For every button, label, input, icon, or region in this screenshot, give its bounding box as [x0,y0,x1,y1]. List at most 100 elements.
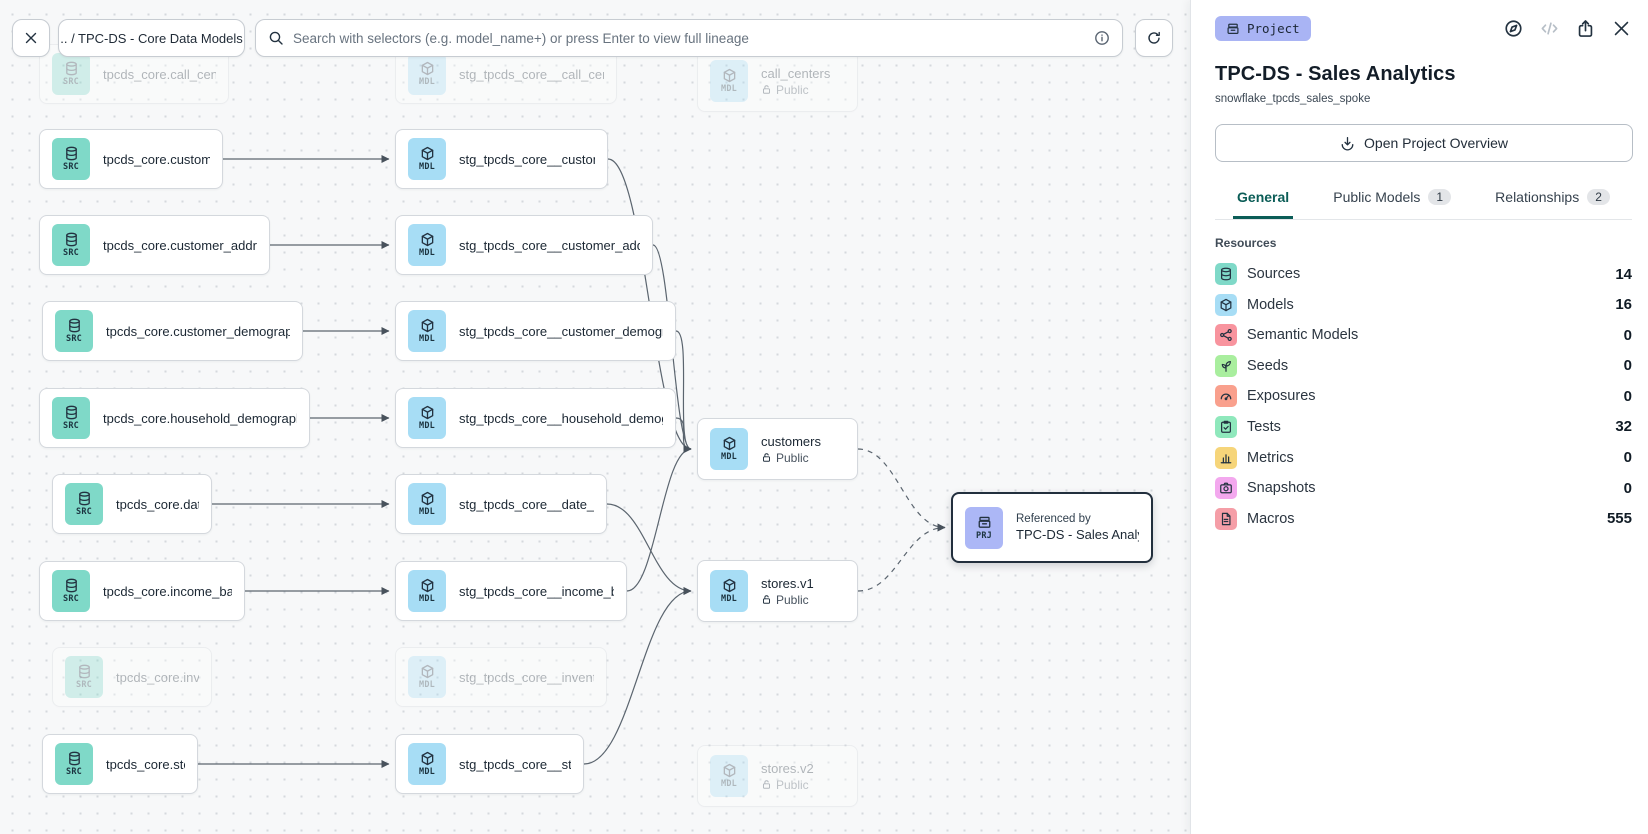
share-button[interactable] [1574,18,1596,40]
node-kind-label: MDL [419,248,435,258]
test-icon [1215,415,1237,438]
cube-icon: MDL [408,743,446,785]
project-title: TPC-DS - Sales Analytics [1215,63,1456,85]
search-input[interactable] [293,30,1085,46]
share-icon [1578,20,1592,37]
refresh-icon [1148,31,1160,44]
project-icon [1227,23,1239,34]
node-kind-label: SRC [66,334,82,344]
node-kind-label: MDL [419,680,435,690]
resource-row-seeds[interactable]: Seeds 0 [1215,354,1632,377]
node-kind-label: MDL [419,594,435,604]
node-access-label: Public [761,83,830,97]
explore-lineage-button[interactable] [1502,18,1524,40]
close-panel-button[interactable] [1610,18,1632,40]
cube-icon: MDL [408,53,446,95]
cube-icon: MDL [408,310,446,352]
cube-icon: MDL [408,397,446,439]
info-icon[interactable] [1094,30,1110,46]
tab-count-badge: 1 [1428,189,1452,205]
lineage-node-stg_store[interactable]: MDL stg_tpcds_core__store [395,734,584,794]
database-icon: SRC [52,570,90,612]
node-kind-label: SRC [63,77,79,87]
cube-icon: MDL [408,570,446,612]
open-project-overview-button[interactable]: Open Project Overview [1215,124,1633,162]
close-lineage-button[interactable] [12,19,50,57]
close-icon [1614,21,1628,36]
node-kind-label: SRC [76,507,92,517]
node-title: tpcds_core.date_dim [116,496,199,512]
lock-open-icon [761,779,772,790]
resource-label: Semantic Models [1247,327,1359,344]
node-kind-label: SRC [66,767,82,777]
node-title: stores.v1 [761,575,814,591]
lineage-node-src_date_dim[interactable]: SRC tpcds_core.date_dim [52,474,212,534]
lock-open-icon [761,452,772,463]
node-title: stores.v2 [761,760,814,776]
node-title: stg_tpcds_core__call_center [459,66,604,82]
resource-count: 555 [1606,510,1632,528]
node-title: call_centers [761,65,831,81]
tab-general[interactable]: General [1233,180,1294,219]
node-title: stg_tpcds_core__store [459,756,571,772]
node-title: stg_tpcds_core__date_dim [459,496,594,512]
lineage-canvas[interactable]: SRCtpcds_core.call_centerMDLstg_tpcds_co… [0,0,1190,834]
resource-label: Tests [1247,418,1281,435]
resource-count: 0 [1623,449,1632,467]
lineage-node-stg_household_demographics[interactable]: MDL stg_tpcds_core__household_demogr… [395,388,676,448]
metrics-icon [1215,446,1237,469]
lineage-node-stg_customer_demographics[interactable]: MDLstg_tpcds_core__customer_demogra… [395,301,676,361]
refresh-button[interactable] [1135,19,1173,57]
resource-count: 0 [1623,357,1632,375]
resource-label: Macros [1247,510,1295,527]
resources-heading: Resources [1215,236,1277,250]
resource-label: Seeds [1247,357,1289,374]
database-icon: SRC [52,53,90,95]
resource-label: Models [1247,296,1294,313]
node-kind-label: MDL [721,779,737,789]
resource-label: Exposures [1247,388,1316,405]
node-title: tpcds_core.customer [103,151,210,167]
breadcrumb[interactable]: .. / TPC-DS - Core Data Models [58,19,245,57]
node-kind-label: SRC [63,594,79,604]
cube-icon: MDL [408,224,446,266]
node-title: tpcds_core.household_demographics [103,410,297,426]
semantic-model-icon [1215,324,1237,347]
resource-row-macros[interactable]: Macros 555 [1215,507,1632,530]
node-title: stg_tpcds_core__customer [459,151,595,167]
node-access-label: Public [761,451,821,465]
node-kind-label: SRC [76,680,92,690]
cube-icon [1215,293,1237,316]
gauge-icon [1215,385,1237,408]
node-kind-label: SRC [63,248,79,258]
node-title: stg_tpcds_core__household_demogr… [459,410,663,426]
code-button[interactable] [1538,18,1560,40]
